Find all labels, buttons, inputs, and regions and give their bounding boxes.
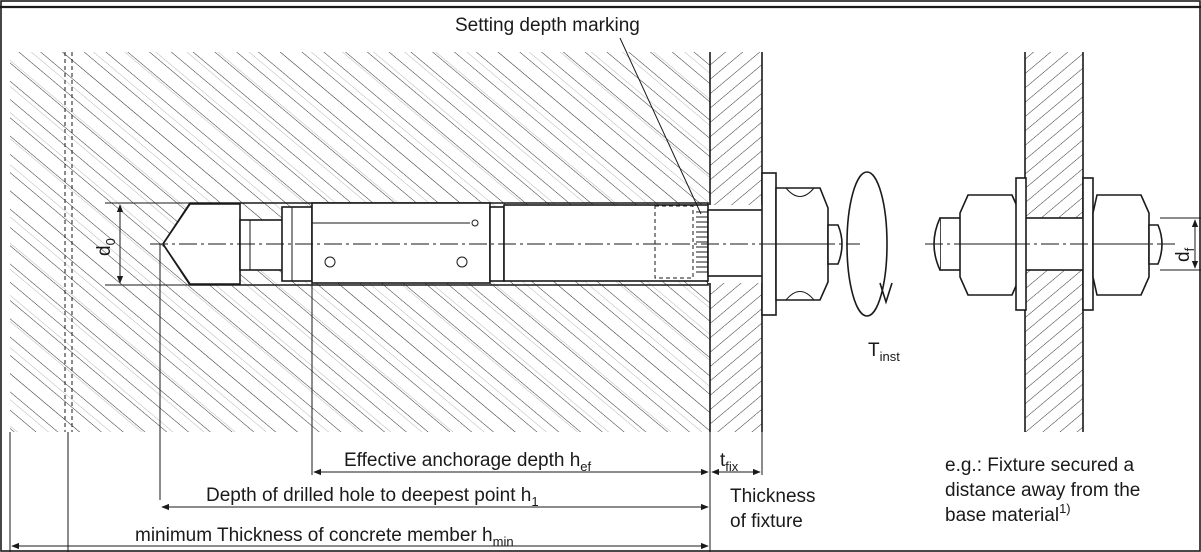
- setting-depth-marking-label: Setting depth marking: [455, 15, 640, 36]
- note-line1: e.g.: Fixture secured a: [945, 455, 1134, 476]
- standoff-detail: [925, 52, 1175, 432]
- d0-label: d0: [94, 238, 118, 256]
- d0-dimension: d0: [94, 202, 190, 286]
- anchor-body: [150, 172, 860, 316]
- df-dimension: df: [1160, 217, 1201, 271]
- thickness-fixture-line1: Thickness: [730, 486, 816, 507]
- torque-arrow: Tinst: [846, 171, 900, 364]
- h1-label: Depth of drilled hole to deepest point h…: [206, 485, 539, 509]
- df-label: df: [1173, 247, 1197, 262]
- t-inst-label: Tinst: [868, 340, 900, 364]
- hef-label: Effective anchorage depth hef: [344, 450, 592, 474]
- tfix-label: tfix: [720, 450, 739, 474]
- note-line3: base material1): [945, 501, 1071, 526]
- note-line2: distance away from the: [945, 480, 1140, 501]
- thickness-fixture-line2: of fixture: [730, 511, 803, 532]
- setting-depth-leader: [619, 37, 702, 215]
- hmin-label: minimum Thickness of concrete member hmi…: [135, 525, 514, 549]
